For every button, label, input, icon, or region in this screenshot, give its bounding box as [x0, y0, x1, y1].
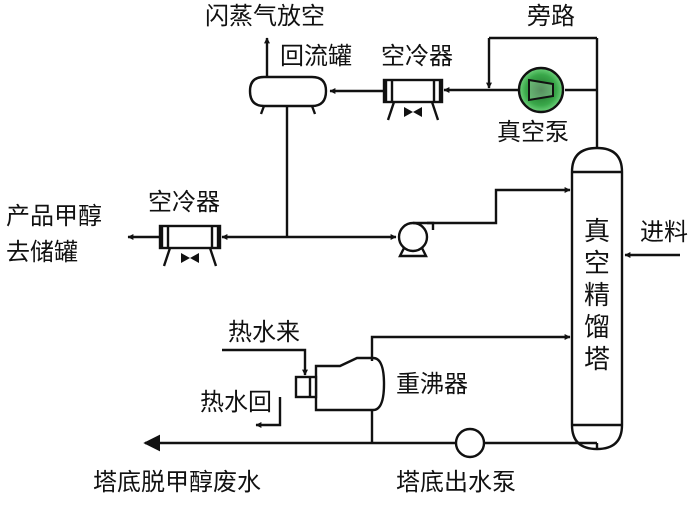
air-cooler-product-label: 空冷器: [148, 188, 220, 216]
air-cooler-top-label: 空冷器: [381, 42, 453, 70]
reboiler: [294, 356, 386, 412]
air-cooler-product: [158, 224, 222, 267]
column-label-c0: 真: [584, 217, 610, 247]
reflux-drum-label: 回流罐: [280, 42, 352, 70]
reflux-drum: [248, 75, 328, 115]
column-label-c3: 馏: [584, 313, 610, 343]
column-label-c2: 精: [584, 281, 610, 311]
distillation-column: [570, 146, 624, 451]
product-label-line1: 产品甲醇: [6, 202, 102, 230]
hot-water-in-label: 热水来: [228, 318, 300, 346]
bottom-waste-label: 塔底脱甲醇废水: [93, 468, 261, 496]
air-cooler-top: [382, 78, 444, 121]
flash-vent-label: 闪蒸气放空: [205, 2, 325, 30]
product-label-line2: 去储罐: [6, 238, 78, 266]
hot-water-in-line: [222, 348, 308, 376]
centrifugal-pump-icon: [397, 221, 435, 258]
feed-label: 进料: [640, 218, 688, 246]
bottom-line: [143, 410, 599, 452]
reboiler-label: 重沸器: [396, 370, 468, 398]
vacuum-pump-icon: [517, 66, 565, 114]
reboiler-vapor-line: [370, 334, 571, 361]
bypass-label: 旁路: [527, 2, 575, 30]
overhead-line: [486, 36, 599, 148]
vacuum-pump-label: 真空泵: [497, 118, 569, 146]
reflux-return-line: [427, 187, 571, 225]
column-label-c1: 空: [584, 249, 610, 279]
bottom-pump-label: 塔底出水泵: [396, 468, 516, 496]
fan-icon: [181, 253, 199, 263]
hot-water-return-label: 热水回: [200, 388, 272, 416]
column-label-c4: 塔: [584, 345, 610, 375]
fan-icon: [404, 107, 422, 117]
bottom-pump-icon: [454, 427, 486, 459]
hot-water-return-line: [255, 397, 282, 428]
